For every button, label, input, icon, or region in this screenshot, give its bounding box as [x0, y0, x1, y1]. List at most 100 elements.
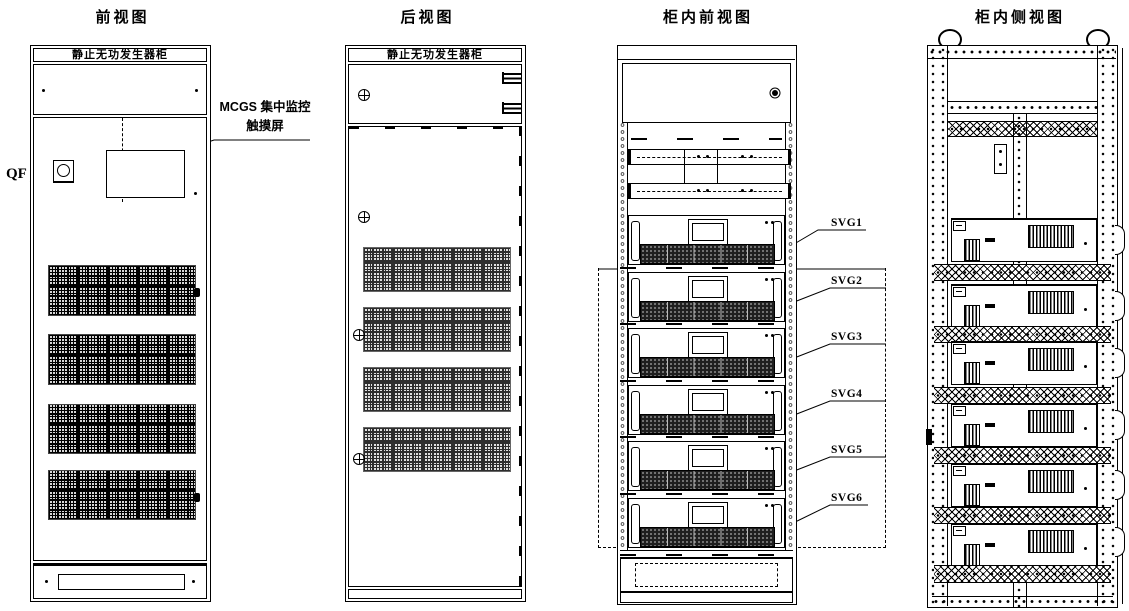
- module-side-handle-icon[interactable]: [1115, 291, 1125, 321]
- screw-icon: [353, 329, 365, 341]
- module-display: [688, 389, 728, 415]
- rear-view-title: 后视图: [400, 9, 455, 26]
- latch-icon: [953, 406, 966, 416]
- bottom-beam: [932, 596, 1113, 606]
- module-handle-left[interactable]: [631, 447, 640, 487]
- mcgs-label: MCGS 集中监控 触摸屏: [206, 96, 324, 134]
- module-handle-right[interactable]: [773, 504, 782, 544]
- module-display: [688, 445, 728, 471]
- module-handle-right[interactable]: [773, 447, 782, 487]
- module-handle-left[interactable]: [631, 391, 640, 431]
- qf-breaker-knob-icon: [57, 164, 70, 177]
- bottom-dashed-slot: [635, 563, 778, 587]
- shelf-rail: [620, 380, 793, 382]
- module-handle-right[interactable]: [773, 278, 782, 318]
- internal-side-cabinet: [926, 45, 1118, 608]
- busbar-centerline: [637, 157, 782, 158]
- module-led-icon: [771, 504, 774, 507]
- front-nameplate: 静止无功发生器柜: [33, 48, 207, 62]
- module-handle-right[interactable]: [773, 221, 782, 261]
- front-plinth: [33, 563, 207, 599]
- touchscreen[interactable]: [106, 150, 185, 198]
- terminal-block: [985, 361, 995, 365]
- svg3-label: SVG3: [831, 331, 863, 343]
- module-led-icon: [765, 447, 768, 450]
- bus-dot: [696, 155, 700, 158]
- module-handle-left[interactable]: [631, 221, 640, 261]
- front-door: [33, 117, 207, 561]
- module-handle-right[interactable]: [773, 391, 782, 431]
- plinth-slot: [58, 574, 185, 590]
- rear-nameplate: 静止无功发生器柜: [348, 48, 522, 62]
- screw-dot-icon: [194, 192, 197, 195]
- module-led-icon: [765, 391, 768, 394]
- module-handle-left[interactable]: [631, 504, 640, 544]
- module-handle-right[interactable]: [773, 334, 782, 374]
- front-view-cabinet: 静止无功发生器柜: [30, 45, 211, 602]
- rear-top-panel: [348, 64, 522, 124]
- fan-block: [1028, 470, 1074, 493]
- bottom-cross-rail: [934, 565, 1111, 583]
- rear-plinth: [348, 589, 522, 599]
- module-handle-left[interactable]: [631, 334, 640, 374]
- top-beam: [928, 46, 1116, 59]
- module-display: [688, 502, 728, 528]
- module-dot: [1084, 308, 1087, 311]
- bottom-rail: [620, 550, 793, 558]
- front-top-panel: [33, 64, 207, 115]
- module-side-handle-icon[interactable]: [1115, 527, 1125, 557]
- terminal-block: [985, 543, 995, 547]
- bus-dot: [706, 155, 710, 158]
- module-side-handle-icon[interactable]: [1115, 348, 1125, 378]
- shelf-cross-rail: [934, 326, 1111, 343]
- fan-block: [1028, 410, 1074, 433]
- module-display: [688, 276, 728, 302]
- rear-view-cabinet: 静止无功发生器柜: [345, 45, 526, 602]
- module-led-icon: [765, 221, 768, 224]
- module-fan-grille: [640, 527, 775, 547]
- side-module-1: [951, 218, 1097, 262]
- front-grille-2: [48, 334, 196, 385]
- module-fan-grille: [640, 414, 775, 434]
- fan-block: [1028, 530, 1074, 553]
- latch-icon: [953, 466, 966, 476]
- if-bottom-panel: [620, 558, 793, 592]
- terminal-block: [985, 483, 995, 487]
- side-module-6: [951, 523, 1097, 567]
- internal-side-view-title: 柜内侧视图: [974, 9, 1065, 26]
- rear-grille-4: [363, 427, 511, 472]
- module-side-handle-icon[interactable]: [1115, 470, 1125, 500]
- door-knob-icon[interactable]: [194, 288, 200, 297]
- side-module-5: [951, 463, 1097, 507]
- front-grille-3: [48, 404, 196, 454]
- module-dot: [1084, 365, 1087, 368]
- bus-connector: [717, 149, 718, 197]
- rear-door: [348, 126, 522, 587]
- mcgs-label-line1: MCGS 集中监控: [219, 100, 311, 114]
- top-cap: [618, 46, 795, 60]
- terminal-block: [985, 304, 995, 308]
- latch-icon: [953, 287, 966, 297]
- shelf-rail: [620, 267, 793, 269]
- heatsink-block: [964, 424, 980, 446]
- module-handle-left[interactable]: [631, 278, 640, 318]
- side-outer-line: [1122, 48, 1123, 604]
- screw-icon: [353, 453, 365, 465]
- module-led-icon: [765, 504, 768, 507]
- module-side-handle-icon[interactable]: [1115, 410, 1125, 440]
- rack-rail-left: [618, 122, 628, 550]
- door-knob-icon[interactable]: [194, 493, 200, 502]
- door-top-dashes: [349, 127, 521, 129]
- bracket-dot: [999, 150, 1002, 153]
- svg2-label: SVG2: [831, 275, 863, 287]
- svg1-label: SVG1: [831, 217, 863, 229]
- side-module-4: [951, 403, 1097, 447]
- hinge-icon: [502, 102, 522, 114]
- module-side-handle-icon[interactable]: [1115, 225, 1125, 255]
- busbar-row-1: [628, 149, 791, 165]
- front-grille-4: [48, 470, 196, 520]
- heatsink-block: [964, 544, 980, 566]
- qf-breaker[interactable]: [53, 160, 74, 183]
- module-led-icon: [765, 334, 768, 337]
- if-base: [620, 592, 793, 603]
